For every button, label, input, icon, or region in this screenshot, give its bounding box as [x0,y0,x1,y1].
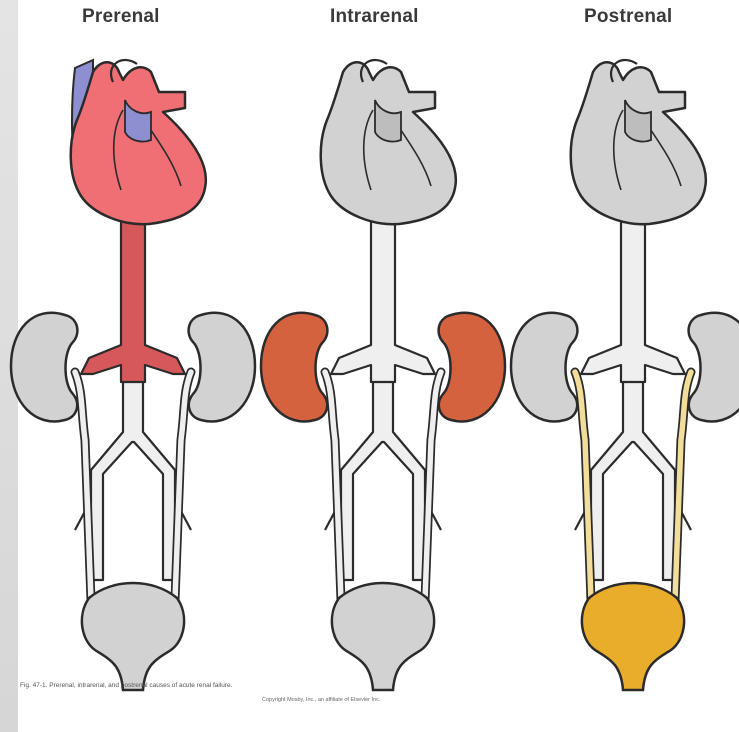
aorta [331,208,435,382]
figure-caption: Fig. 47-1. Prerenal, intrarenal, and pos… [20,682,232,689]
heart-body [71,62,206,224]
heart [321,60,456,224]
aorta [81,208,185,382]
heart-body [571,62,706,224]
bladder [82,583,184,690]
figure-postrenal [511,60,739,690]
heart [571,60,706,224]
right-kidney [689,313,739,422]
figure-prerenal [11,60,255,690]
heart-body [321,62,456,224]
right-kidney [439,313,505,422]
left-kidney [11,313,77,422]
left-kidney [261,313,327,422]
copyright-credit: Copyright Mosby, Inc., an affiliate of E… [262,697,380,703]
iliac-vessels [91,380,175,580]
iliac-vessels [591,380,675,580]
bladder [582,583,684,690]
right-kidney [189,313,255,422]
bladder [332,583,434,690]
heart [71,60,206,224]
iliac-vessels [341,380,425,580]
figure-intrarenal [261,60,505,690]
left-kidney [511,313,577,422]
aorta [581,208,685,382]
